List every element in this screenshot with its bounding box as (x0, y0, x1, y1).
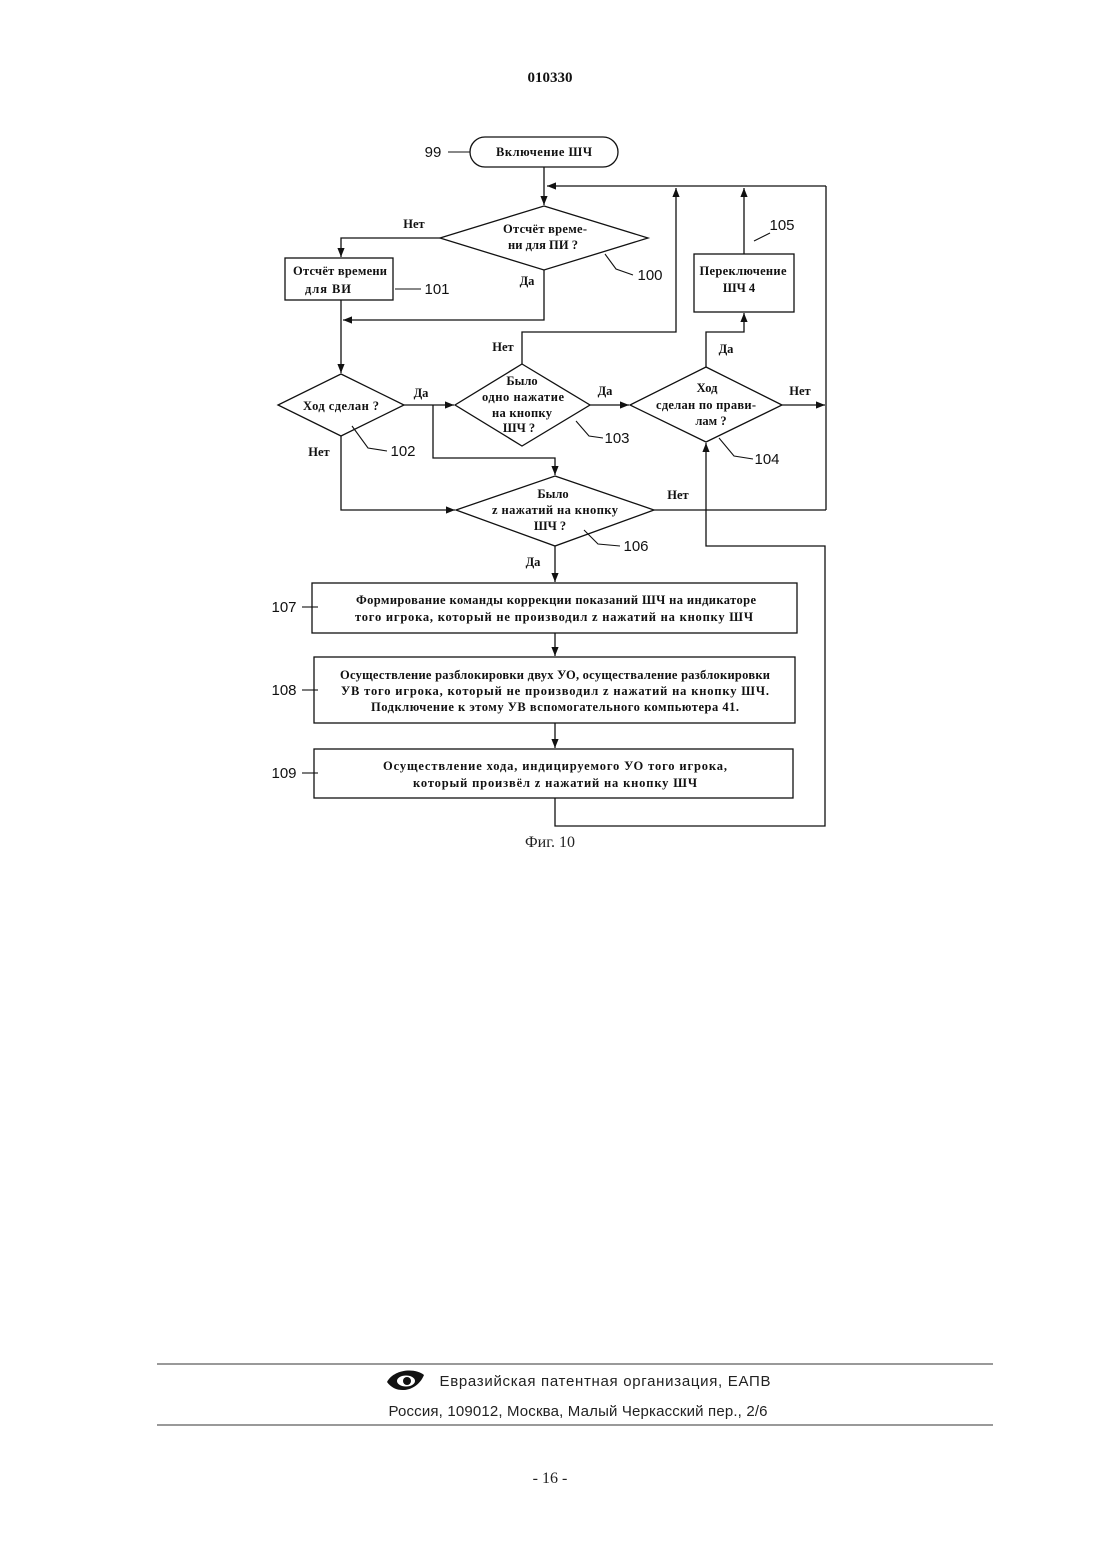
ref-leader (719, 438, 753, 459)
node-text: ни для ПИ ? (508, 238, 578, 252)
ref-number: 103 (604, 430, 629, 447)
branch-label-yes: Да (526, 555, 542, 569)
node-text: Было (537, 487, 568, 501)
page-number: - 16 - (533, 1470, 568, 1487)
node-text: одно нажатие (482, 390, 564, 404)
ref-leader (605, 254, 633, 275)
ref-number: 100 (637, 267, 662, 284)
process-box (314, 749, 793, 798)
node-108-process: Осуществление разблокировки двух УО, осу… (271, 657, 795, 723)
ref-number: 104 (754, 451, 779, 468)
branch-label-no: Нет (492, 340, 513, 354)
ref-number: 102 (390, 443, 415, 460)
ref-number: 105 (769, 217, 794, 234)
ref-number: 109 (271, 765, 296, 782)
node-text: для ВИ (305, 282, 351, 296)
node-106-decision: Было z нажатий на кнопку ШЧ ? 106 Нет Да (456, 476, 689, 569)
node-text: Отсчёт времени (293, 264, 387, 278)
process-box (312, 583, 797, 633)
eapo-eye-logo-icon (387, 1371, 424, 1391)
node-text: z нажатий на кнопку (492, 503, 619, 517)
branch-label-no: Нет (308, 445, 329, 459)
node-text: ШЧ ? (503, 421, 535, 435)
node-102-decision: Ход сделан ? 102 Да Нет (278, 374, 429, 460)
node-text: Переключение (700, 264, 787, 278)
node-text: ШЧ 4 (723, 281, 756, 295)
ref-leader (352, 426, 387, 451)
node-text: Ход сделан ? (303, 399, 379, 413)
logo-eye-pupil (403, 1377, 411, 1385)
node-text: который произвёл z нажатий на кнопку ШЧ (413, 776, 697, 790)
node-text: Осуществление разблокировки двух УО, осу… (340, 668, 770, 682)
node-text: Включение ШЧ (496, 145, 592, 159)
node-text: Ход (697, 381, 719, 395)
node-text: на кнопку (492, 406, 553, 420)
node-101-process: Отсчёт времени для ВИ 101 (285, 258, 450, 300)
ref-leader (754, 233, 770, 241)
branch-label-yes: Да (520, 274, 536, 288)
document-number: 010330 (528, 70, 573, 86)
node-text: Формирование команды коррекции показаний… (356, 593, 756, 607)
node-text: того игрока, который не производил z наж… (355, 610, 753, 624)
node-107-process: Формирование команды коррекции показаний… (271, 583, 797, 633)
figure-caption: Фиг. 10 (525, 834, 575, 851)
ref-number: 106 (623, 538, 648, 555)
ref-number: 99 (425, 144, 442, 161)
connector-100-no-to-101 (341, 238, 440, 257)
node-100-decision: Отсчёт време- ни для ПИ ? 100 Нет Да (403, 206, 662, 288)
footer-address: Россия, 109012, Москва, Малый Черкасский… (389, 1403, 768, 1420)
node-text: Было (506, 374, 537, 388)
node-109-process: Осуществление хода, индицируемого УО тог… (271, 749, 793, 798)
node-text: ШЧ ? (534, 519, 566, 533)
footer-organization: Евразийская патентная организация, ЕАПВ (440, 1373, 771, 1390)
node-text: сделан по прави- (656, 398, 756, 412)
flowchart: Включение ШЧ 99 Отсчёт време- ни для ПИ … (271, 137, 826, 851)
ref-number: 101 (424, 281, 449, 298)
footer: Евразийская патентная организация, ЕАПВ … (157, 1364, 993, 1425)
branch-label-yes: Да (719, 342, 735, 356)
branch-label-no: Нет (667, 488, 688, 502)
node-text: УВ того игрока, который не производил z … (341, 684, 769, 698)
branch-label-yes: Да (414, 386, 430, 400)
branch-label-yes: Да (598, 384, 614, 398)
ref-number: 107 (271, 599, 296, 616)
node-text: Отсчёт време- (503, 222, 587, 236)
node-103-decision: Было одно нажатие на кнопку ШЧ ? 103 Нет… (455, 340, 630, 447)
connector-104-yes-to-105 (706, 313, 744, 367)
node-text: лам ? (695, 414, 726, 428)
node-99-start: Включение ШЧ 99 (425, 137, 618, 167)
branch-label-no: Нет (789, 384, 810, 398)
node-text: Осуществление хода, индицируемого УО тог… (383, 759, 727, 773)
branch-label-no: Нет (403, 217, 424, 231)
ref-number: 108 (271, 682, 296, 699)
node-text: Подключение к этому УВ вспомогательного … (371, 700, 739, 714)
ref-leader (576, 421, 603, 438)
